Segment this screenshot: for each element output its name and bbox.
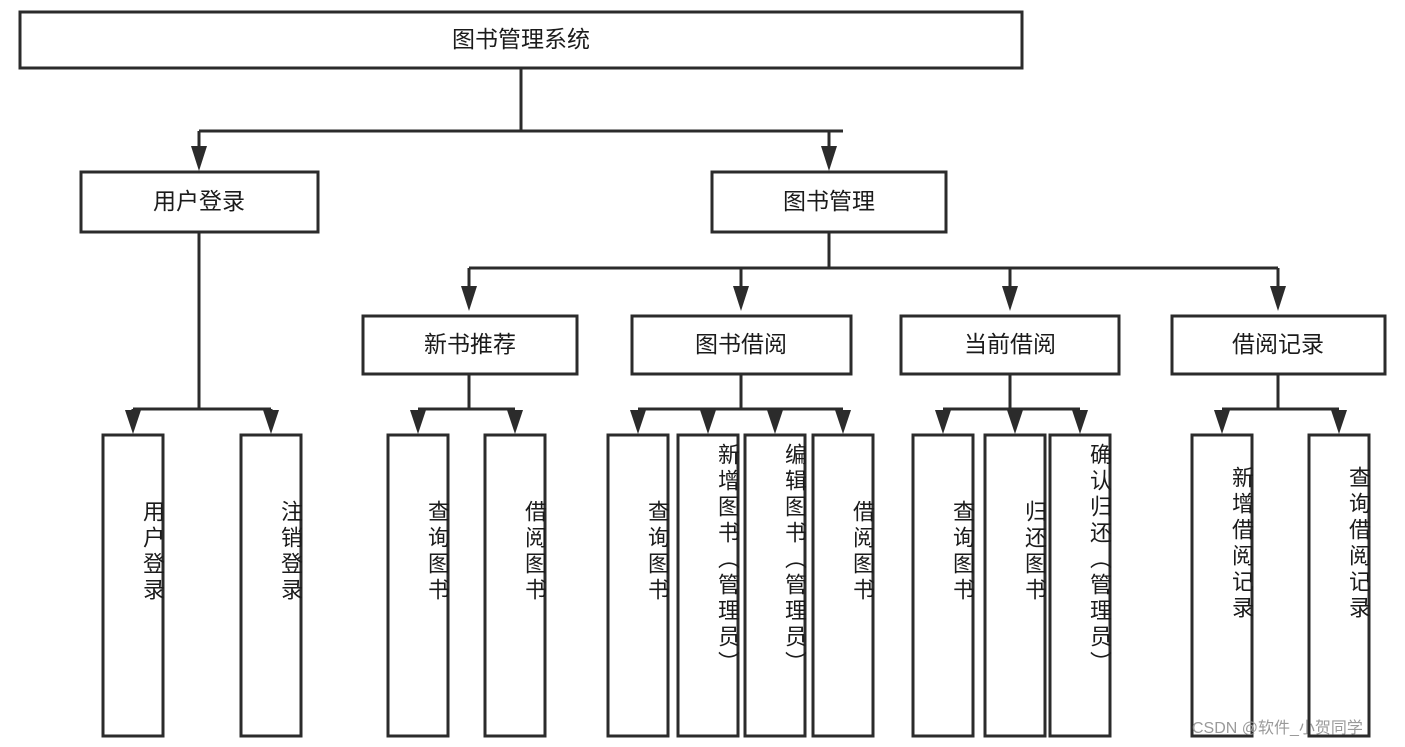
node-leaf-query-record[interactable] [1307,433,1371,738]
connector-newbook-to-leaves [410,375,523,434]
node-leaf-logout[interactable] [239,433,303,738]
connector-root-to-level2 [191,68,843,171]
node-book-manage[interactable]: 图书管理 [710,170,948,234]
node-leaf-query-book-2[interactable] [606,433,670,738]
node-leaf-borrow-book-1[interactable] [483,433,547,738]
connector-borrowrecord-to-leaves [1214,375,1347,434]
node-borrow-record[interactable]: 借阅记录 [1170,314,1387,376]
node-leaf-borrow-book-2[interactable] [811,433,875,738]
node-user-login[interactable]: 用户登录 [79,170,320,234]
node-leaf-query-book-3[interactable] [911,433,975,738]
node-leaf-query-book-1[interactable] [386,433,450,738]
node-new-book-rec-label: 新书推荐 [424,331,516,357]
node-root[interactable]: 图书管理系统 [18,10,1024,70]
connector-bookmanage-to-level3 [461,232,1286,311]
node-user-login-label: 用户登录 [153,188,245,214]
node-leaf-user-login[interactable] [101,433,165,738]
node-current-borrow[interactable]: 当前借阅 [899,314,1121,376]
connector-currentborrow-to-leaves [935,375,1088,434]
node-borrow-record-label: 借阅记录 [1232,331,1324,357]
node-book-borrow[interactable]: 图书借阅 [630,314,853,376]
node-leaf-return-book[interactable] [983,433,1047,738]
node-leaf-add-record[interactable] [1190,433,1254,738]
node-new-book-rec[interactable]: 新书推荐 [361,314,579,376]
csdn-watermark: CSDN @软件_小贺同学 [1192,720,1363,737]
node-leaf-add-book[interactable] [676,433,740,738]
node-book-borrow-label: 图书借阅 [695,331,787,357]
node-leaf-confirm-return[interactable] [1048,433,1112,738]
node-root-label: 图书管理系统 [452,26,590,52]
connector-bookborrow-to-leaves [630,375,851,434]
node-current-borrow-label: 当前借阅 [964,331,1056,357]
node-leaf-edit-book[interactable] [743,433,807,738]
node-book-manage-label: 图书管理 [783,188,875,214]
connector-userlogin-to-leaves [125,232,279,434]
